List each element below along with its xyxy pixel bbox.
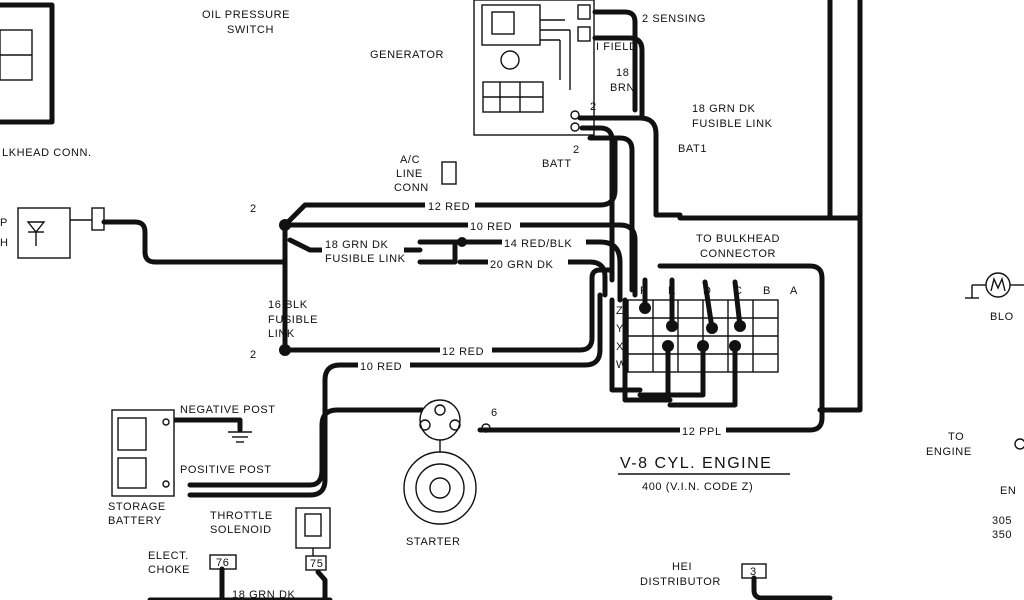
grn20-label: 20 GRN DK: [490, 259, 554, 271]
generator-label: GENERATOR: [370, 49, 444, 61]
to-engine-label: TO: [948, 431, 964, 443]
hei-label-2: DISTRIBUTOR: [640, 576, 721, 588]
right-motor-fragment: [965, 272, 1024, 450]
two-lower-label: 2: [250, 349, 257, 361]
ac-label-1: A/C: [400, 154, 420, 166]
throttle-label: THROTTLE: [210, 510, 273, 522]
ac-connector: [441, 161, 457, 185]
row-x: X: [616, 341, 624, 353]
junction-dot: [279, 219, 291, 231]
connector-leads: [637, 277, 743, 408]
grn18-label-2: FUSIBLE LINK: [325, 253, 406, 265]
grn-bottom-label: 18 GRN DK: [232, 589, 296, 600]
blo-label: BLO: [990, 311, 1014, 323]
junction-dot: [457, 237, 467, 247]
starter-label: STARTER: [406, 536, 461, 548]
red10-mid-label: 10 RED: [360, 361, 402, 373]
harness-wires: [101, 0, 863, 600]
two-label-a: 2: [590, 101, 597, 113]
brn-label: BRN: [610, 82, 635, 94]
p-frag-label: P: [0, 217, 8, 229]
generator: [473, 0, 595, 136]
storage-battery: [111, 409, 252, 497]
wire-labels: 12 RED 10 RED 18 GRN DK FUSIBLE LINK 14 …: [322, 198, 726, 438]
to-engine-label-2: ENGINE: [926, 446, 972, 458]
sensing-label: 2 SENSING: [642, 13, 706, 25]
solenoid-terminal: [305, 555, 327, 571]
blk16-label-2: FUSIBLE: [268, 314, 318, 326]
solenoid-terminal-id: 75: [310, 558, 323, 570]
h-frag-label: H: [0, 237, 9, 249]
ac-label-2: LINE: [396, 168, 423, 180]
engine-subtitle: 400 (V.I.N. CODE Z): [642, 481, 753, 493]
positive-post-label: POSITIVE POST: [180, 464, 272, 476]
oil-pressure-label: OIL PRESSURE: [202, 9, 290, 21]
row-w: W: [616, 359, 627, 371]
c305-label: 305: [992, 515, 1012, 527]
engine-title: V-8 CYL. ENGINE: [620, 455, 772, 472]
two-left-label: 2: [250, 203, 257, 215]
pressure-switch: [17, 207, 105, 259]
throttle-solenoid: [295, 507, 331, 556]
grn-dk-fusible-label: 18 GRN DK: [692, 103, 756, 115]
elect-choke-label-2: CHOKE: [148, 564, 190, 576]
red12-mid-label: 12 RED: [442, 346, 484, 358]
negative-post-label: NEGATIVE POST: [180, 404, 276, 416]
row-z: Z: [616, 305, 623, 317]
batt-label: BATT: [542, 158, 572, 170]
elect-choke-label: ELECT.: [148, 550, 189, 562]
starter: [403, 399, 498, 525]
bulkhead-conn-label: LKHEAD CONN.: [2, 147, 92, 159]
junction-dot: [279, 344, 291, 356]
six-label: 6: [491, 407, 498, 419]
red10-top-label: 10 RED: [470, 221, 512, 233]
brn-18-label: 18: [616, 67, 629, 79]
to-bulkhead-label: TO BULKHEAD: [696, 233, 780, 245]
blk16-label: 16 BLK: [268, 299, 308, 311]
left-module-fragment: [0, 2, 55, 125]
row-y: Y: [616, 323, 624, 335]
hei-terminal-id: 3: [750, 566, 757, 578]
red12-top-label: 12 RED: [428, 201, 470, 213]
c350-label: 350: [992, 529, 1012, 541]
red-blk-label: 14 RED/BLK: [504, 238, 572, 250]
pin-b: B: [763, 285, 771, 297]
bat1-label: BAT1: [678, 143, 707, 155]
ppl12-label: 12 PPL: [682, 426, 722, 438]
choke-terminal-id: 76: [216, 557, 229, 569]
two-label-b: 2: [573, 144, 580, 156]
grn18-label: 18 GRN DK: [325, 239, 389, 251]
battery-label-2: BATTERY: [108, 515, 162, 527]
to-bulkhead-label-2: CONNECTOR: [700, 248, 776, 260]
grn-dk-fusible-label-2: FUSIBLE LINK: [692, 118, 773, 130]
hei-label: HEI: [672, 561, 692, 573]
pin-a: A: [790, 285, 798, 297]
eng-frag-label: EN: [1000, 485, 1016, 497]
battery-label: STORAGE: [108, 501, 166, 513]
field-label: I FIELD: [596, 41, 638, 53]
ac-label-3: CONN: [394, 182, 429, 194]
throttle-label-2: SOLENOID: [210, 524, 272, 536]
blk16-label-3: LINK: [268, 328, 295, 340]
oil-pressure-label-2: SWITCH: [227, 24, 274, 36]
